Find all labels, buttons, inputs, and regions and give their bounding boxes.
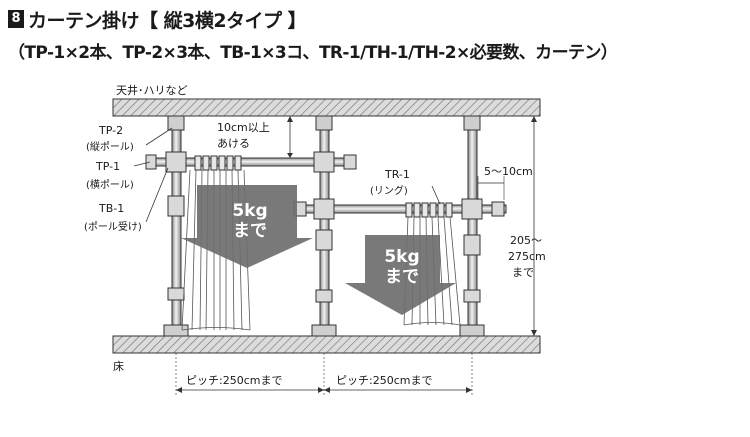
tp2-sublabel: (縦ポール) [86,140,134,153]
weight-label-right-1: 5kg [384,247,419,267]
ceiling-beam [112,98,541,117]
title-row: 8 カーテン掛け【 縦3横2タイプ 】 [8,6,744,32]
tr1-sublabel: (リング) [370,184,408,197]
weight-arrow-right: 5kg まで [345,235,456,315]
horizontal-pole-upper [145,151,357,173]
weight-label-left-2: まで [233,221,267,241]
curtain-rings-lower [405,202,453,218]
floor-slab [112,335,541,354]
tb1-sublabel: (ポール受け) [84,221,142,233]
tp2-label: TP-2 [98,124,123,137]
weight-label-left-1: 5kg [232,201,267,221]
vertical-pole-right [459,115,485,337]
header: 8 カーテン掛け【 縦3横2タイプ 】 （TP-1×2本、TP-2×3本、TB-… [8,6,744,63]
weight-label-right-2: まで [385,267,419,287]
vertical-pole-center [311,115,337,337]
tp1-sublabel: (横ポール) [86,178,134,191]
section-number-badge: 8 [8,10,24,28]
side-gap-label: 5～10cm [484,165,533,178]
tr1-label: TR-1 [384,168,410,181]
height-label-2: 275cm [508,250,546,263]
parts-list: （TP-1×2本、TP-2×3本、TB-1×3コ、TR-1/TH-1/TH-2×… [8,43,618,63]
gap-label-2: あける [217,137,250,150]
gap-label-1: 10cm以上 [217,121,270,134]
ceiling-label: 天井･ハリなど [116,83,188,97]
pitch-label-right: ピッチ:250cmまで [336,374,432,387]
diagram-title: カーテン掛け【 縦3横2タイプ 】 [28,9,307,32]
height-label-3: まで [512,266,534,279]
vertical-pole-left [163,115,189,337]
height-label-1: 205～ [510,234,542,247]
weight-arrow-left: 5kg まで [181,185,313,268]
floor-label: 床 [113,359,124,373]
tb1-label: TB-1 [98,202,124,215]
horizontal-pole-lower [293,198,507,220]
pitch-label-left: ピッチ:250cmまで [186,374,282,387]
tp1-label: TP-1 [95,160,120,173]
